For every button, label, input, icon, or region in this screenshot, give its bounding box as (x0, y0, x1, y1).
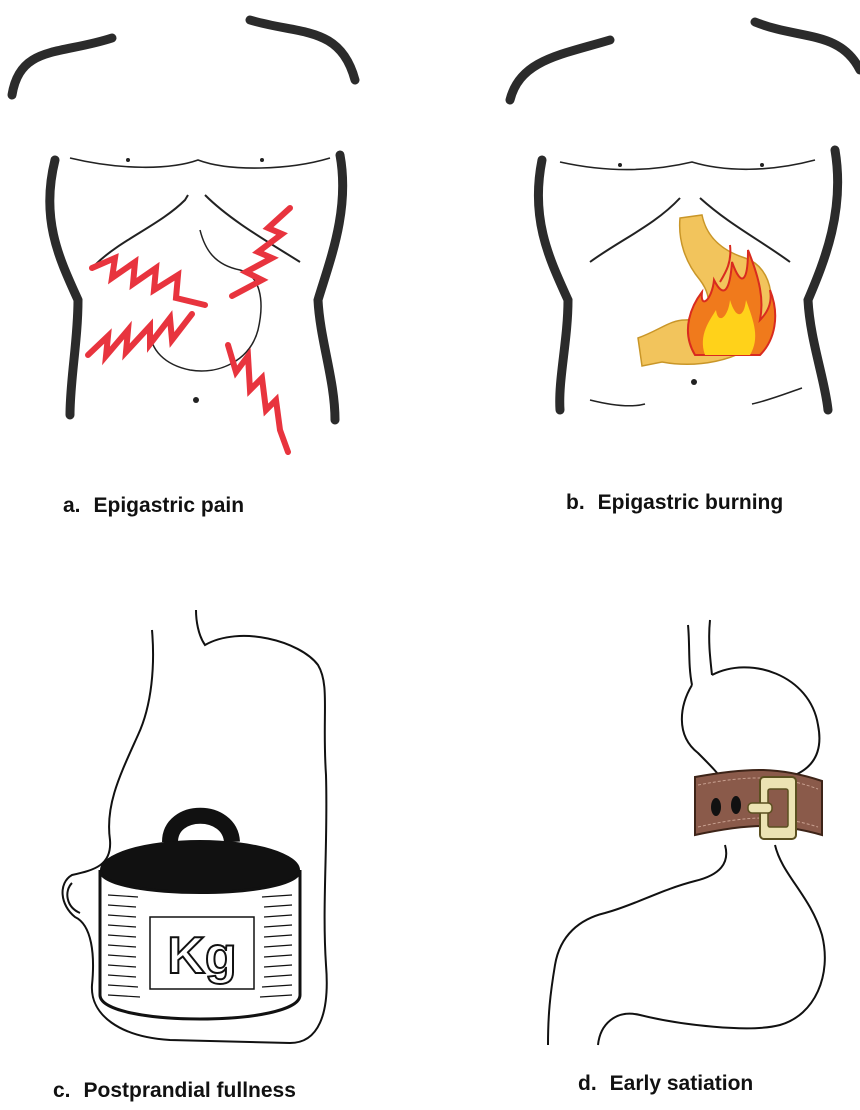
caption-d-letter: d. (578, 1072, 597, 1095)
belt-hole (731, 796, 741, 814)
caption-b-letter: b. (566, 491, 585, 514)
navel (691, 379, 697, 385)
torso-left-side (538, 160, 568, 410)
chest-line (70, 158, 330, 168)
torso-right-side (318, 155, 343, 420)
caption-c: c. Postprandial fullness (53, 1079, 296, 1103)
torso-right-side (808, 150, 838, 410)
navel (193, 397, 199, 403)
belt-hole (711, 798, 721, 816)
stomach-belt-illustration (430, 545, 860, 1110)
pain-zigzags (88, 208, 290, 452)
left-shoulder (510, 40, 610, 100)
torso-left-side (50, 160, 78, 415)
panel-epigastric-burning: b. Epigastric burning (430, 0, 860, 545)
stomach-upper (682, 685, 726, 785)
torso-burning-illustration (430, 0, 860, 545)
caption-a: a. Epigastric pain (63, 494, 244, 518)
caption-c-label: Postprandial fullness (84, 1079, 296, 1102)
panel-epigastric-pain: a. Epigastric pain (0, 0, 430, 545)
panel-postprandial-fullness: Kg c. Postprandial fullness (0, 545, 430, 1110)
buckle-prong (748, 803, 772, 813)
caption-c-letter: c. (53, 1079, 71, 1102)
caption-b-label: Epigastric burning (598, 491, 784, 514)
panel-early-satiation: d. Early satiation (430, 545, 860, 1110)
right-shoulder (755, 22, 860, 70)
caption-a-label: Epigastric pain (94, 494, 245, 517)
stomach-weight-illustration: Kg (0, 545, 430, 1110)
left-shoulder (12, 38, 112, 95)
weight-handle (170, 816, 232, 842)
chest-line (560, 160, 815, 170)
belt (695, 770, 822, 839)
torso-pain-illustration (0, 0, 430, 545)
stomach-outline (150, 230, 261, 371)
caption-b: b. Epigastric burning (566, 491, 783, 515)
weight-label: Kg (167, 927, 236, 985)
caption-d-label: Early satiation (610, 1072, 754, 1095)
caption-a-letter: a. (63, 494, 81, 517)
caption-d: d. Early satiation (578, 1072, 753, 1096)
right-shoulder (250, 20, 355, 80)
